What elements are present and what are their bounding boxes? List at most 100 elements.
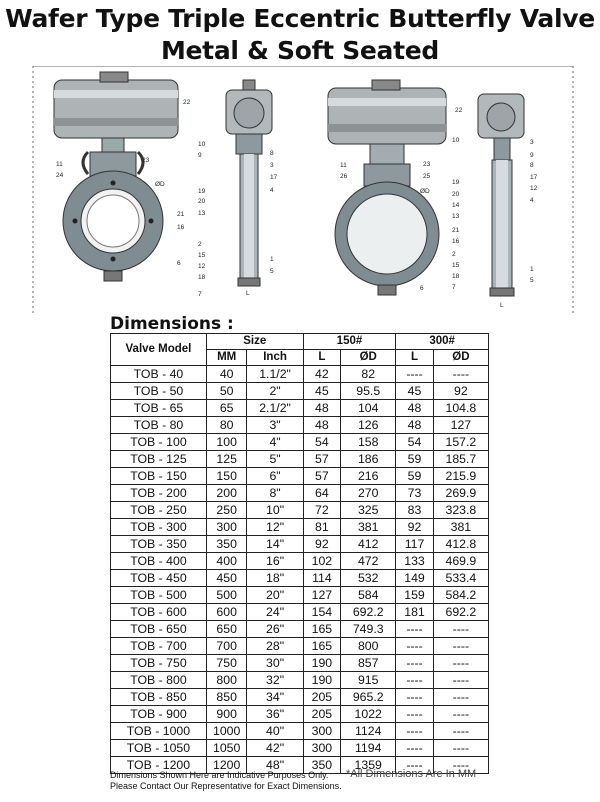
svg-text:6: 6 bbox=[177, 260, 181, 267]
cell-l-300: 73 bbox=[395, 484, 434, 502]
cell-l-300: ---- bbox=[395, 637, 434, 655]
header-l-150: L bbox=[302, 349, 342, 366]
cell-inch: 6" bbox=[246, 467, 304, 485]
cell-od-300: 412.8 bbox=[432, 535, 490, 553]
svg-text:13: 13 bbox=[198, 210, 206, 217]
svg-text:18: 18 bbox=[198, 274, 206, 281]
svg-text:4: 4 bbox=[530, 197, 534, 204]
cell-od-300: 185.7 bbox=[432, 450, 490, 468]
cell-l-150: 300 bbox=[302, 722, 342, 740]
cell-mm: 400 bbox=[205, 552, 248, 570]
cell-od-300: ---- bbox=[432, 654, 490, 672]
cell-l-150: 165 bbox=[302, 637, 342, 655]
cell-mm: 450 bbox=[205, 569, 248, 587]
cell-model: TOB - 1050 bbox=[110, 739, 207, 757]
cell-l-150: 48 bbox=[302, 399, 342, 417]
cell-model: TOB - 850 bbox=[110, 688, 207, 706]
cell-l-300: 59 bbox=[395, 450, 434, 468]
svg-text:5: 5 bbox=[270, 268, 274, 275]
svg-text:11: 11 bbox=[56, 161, 63, 168]
cell-od-300: ---- bbox=[432, 739, 490, 757]
cell-mm: 1050 bbox=[205, 739, 248, 757]
cell-model: TOB - 350 bbox=[110, 535, 207, 553]
cell-l-150: 54 bbox=[302, 433, 342, 451]
cell-model: TOB - 750 bbox=[110, 654, 207, 672]
cell-od-150: 95.5 bbox=[340, 382, 397, 400]
svg-text:23: 23 bbox=[142, 157, 150, 164]
cell-od-300: ---- bbox=[432, 722, 490, 740]
cell-inch: 32" bbox=[246, 671, 304, 689]
cell-inch: 24" bbox=[246, 603, 304, 621]
cell-model: TOB - 500 bbox=[110, 586, 207, 604]
cell-od-300: 127 bbox=[432, 416, 490, 434]
svg-text:21: 21 bbox=[177, 211, 185, 218]
cell-inch: 26" bbox=[246, 620, 304, 638]
cell-od-300: ---- bbox=[432, 756, 490, 774]
cell-mm: 40 bbox=[205, 365, 248, 383]
cell-l-300: 59 bbox=[395, 467, 434, 485]
svg-text:12: 12 bbox=[530, 185, 538, 192]
svg-text:17: 17 bbox=[270, 174, 278, 181]
svg-text:4: 4 bbox=[270, 187, 274, 194]
cell-od-150: 1194 bbox=[340, 739, 397, 757]
header-od-150: ØD bbox=[340, 349, 397, 366]
cell-model: TOB - 1000 bbox=[110, 722, 207, 740]
svg-text:L: L bbox=[500, 302, 504, 309]
cell-l-150: 81 bbox=[302, 518, 342, 536]
svg-text:7: 7 bbox=[452, 284, 456, 291]
cell-inch: 28" bbox=[246, 637, 304, 655]
header-od-300: ØD bbox=[432, 349, 490, 366]
cell-model: TOB - 40 bbox=[110, 365, 207, 383]
cell-mm: 200 bbox=[205, 484, 248, 502]
right-front-view: 22 11 26 23 25 ØD 6 bbox=[327, 79, 463, 296]
cell-inch: 42" bbox=[246, 739, 304, 757]
cell-l-150: 205 bbox=[302, 705, 342, 723]
cell-mm: 80 bbox=[205, 416, 248, 434]
svg-text:L: L bbox=[246, 290, 250, 297]
cell-l-150: 64 bbox=[302, 484, 342, 502]
cell-model: TOB - 650 bbox=[110, 620, 207, 638]
cell-inch: 16" bbox=[246, 552, 304, 570]
svg-text:16: 16 bbox=[452, 238, 460, 245]
cell-l-150: 102 bbox=[302, 552, 342, 570]
cell-l-150: 190 bbox=[302, 671, 342, 689]
cell-od-150: 1359 bbox=[340, 756, 397, 774]
svg-text:1: 1 bbox=[530, 266, 534, 273]
cell-od-300: 381 bbox=[432, 518, 490, 536]
cell-l-300: 45 bbox=[395, 382, 434, 400]
cell-model: TOB - 600 bbox=[110, 603, 207, 621]
footer-mm-note: *All Dimensions Are In MM bbox=[346, 768, 477, 780]
title-line-2: Metal & Soft Seated bbox=[160, 36, 440, 65]
cell-l-150: 127 bbox=[302, 586, 342, 604]
cell-l-300: ---- bbox=[395, 654, 434, 672]
svg-text:19: 19 bbox=[452, 179, 460, 186]
svg-text:3: 3 bbox=[270, 162, 274, 169]
cell-l-300: ---- bbox=[395, 722, 434, 740]
cell-inch: 1.1/2" bbox=[246, 365, 304, 383]
title-line-1: Wafer Type Triple Eccentric Butterfly Va… bbox=[5, 4, 595, 33]
cell-inch: 20" bbox=[246, 586, 304, 604]
cell-l-150: 205 bbox=[302, 688, 342, 706]
cell-mm: 650 bbox=[205, 620, 248, 638]
cell-l-300: ---- bbox=[395, 705, 434, 723]
cell-od-150: 325 bbox=[340, 501, 397, 519]
cell-l-300: 48 bbox=[395, 416, 434, 434]
svg-text:9: 9 bbox=[198, 152, 202, 159]
cell-mm: 65 bbox=[205, 399, 248, 417]
svg-text:ØD: ØD bbox=[155, 181, 165, 188]
footer-note: Dimensions Shown Here are Indicative Pur… bbox=[110, 770, 342, 792]
svg-text:13: 13 bbox=[452, 213, 460, 220]
cell-l-150: 350 bbox=[302, 756, 342, 774]
